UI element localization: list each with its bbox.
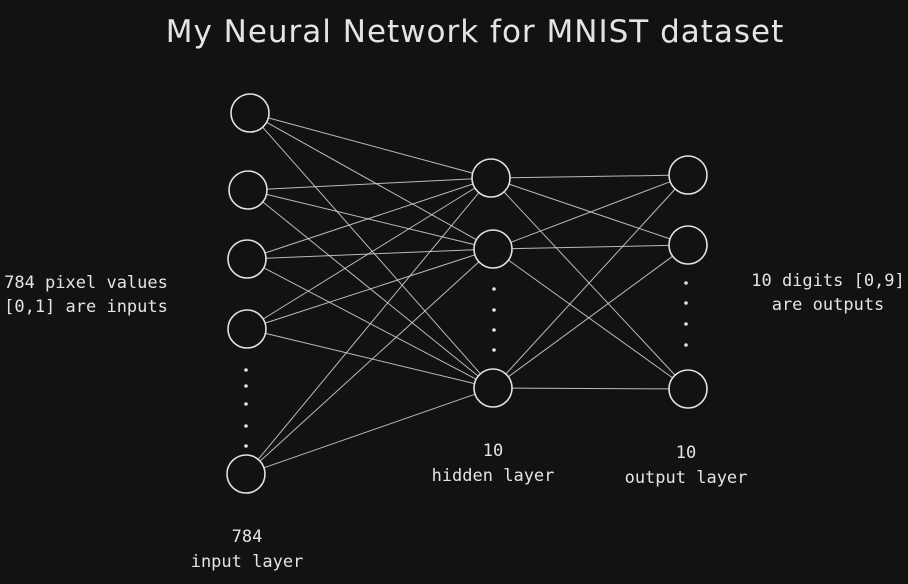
edge-input-0-hidden-2 (262, 126, 481, 375)
edge-input-1-hidden-1 (266, 193, 475, 246)
hidden-layer-name: hidden layer (432, 466, 555, 486)
output-ellipsis-dot-0 (684, 281, 688, 285)
output-neuron-1 (668, 225, 708, 265)
output-layer-name: output layer (625, 468, 748, 488)
input-ellipsis-dot-2 (244, 402, 248, 406)
output-ellipsis-dot-1 (684, 301, 688, 305)
hidden-neuron-0 (471, 158, 511, 198)
input-ellipsis-dot-3 (244, 424, 248, 428)
ellipsis-dots (244, 281, 688, 448)
edge-input-0-hidden-0 (268, 117, 473, 174)
edge-hidden-1-output-2 (508, 259, 673, 379)
diagram-title: My Neural Network for MNIST dataset (166, 14, 785, 50)
input-side-label-line2: [0,1] are inputs (4, 297, 168, 317)
edge-hidden-1-output-0 (510, 181, 671, 243)
input-neuron-4 (226, 454, 266, 494)
edge-input-0-hidden-1 (266, 121, 477, 241)
hidden-neuron-2 (473, 368, 513, 408)
input-layer-name: input layer (191, 552, 304, 572)
output-side-label-line2: are outputs (772, 295, 885, 315)
edge-hidden-2-output-0 (505, 188, 676, 375)
edge-input-3-hidden-2 (265, 332, 475, 385)
hidden-ellipsis-dot-3 (492, 348, 496, 352)
edge-hidden-0-output-1 (508, 183, 671, 240)
output-ellipsis-dot-2 (684, 322, 688, 326)
edge-input-4-hidden-2 (263, 393, 476, 469)
edge-hidden-2-output-1 (508, 255, 673, 378)
input-neuron-3 (227, 309, 267, 349)
edge-input-1-hidden-0 (266, 178, 473, 190)
hidden-layer-count: 10 (483, 441, 503, 461)
edge-hidden-0-output-0 (509, 174, 670, 179)
edge-input-4-hidden-0 (257, 192, 480, 460)
output-layer-count: 10 (676, 443, 696, 463)
hidden-ellipsis-dot-1 (492, 308, 496, 312)
input-neuron-0 (230, 93, 270, 133)
input-ellipsis-dot-1 (244, 384, 248, 388)
neuron-nodes (226, 93, 708, 494)
edge-input-2-hidden-1 (265, 249, 475, 259)
hidden-ellipsis-dot-0 (492, 287, 496, 291)
input-neuron-2 (227, 239, 267, 279)
output-neuron-2 (668, 369, 708, 409)
connection-edges (257, 117, 676, 469)
input-layer-count: 784 (232, 527, 263, 547)
edge-input-3-hidden-1 (264, 254, 476, 324)
edge-input-4-hidden-1 (259, 261, 480, 462)
output-neuron-0 (668, 155, 708, 195)
input-ellipsis-dot-0 (244, 368, 248, 372)
output-ellipsis-dot-3 (684, 343, 688, 347)
hidden-neuron-1 (473, 229, 513, 269)
edge-input-3-hidden-0 (262, 187, 476, 320)
input-side-label-line1: 784 pixel values (4, 273, 168, 293)
input-ellipsis-dot-4 (244, 444, 248, 448)
edge-hidden-1-output-1 (511, 244, 670, 250)
hidden-ellipsis-dot-2 (492, 328, 496, 332)
edge-input-2-hidden-0 (264, 183, 474, 254)
edge-hidden-0-output-2 (503, 191, 676, 376)
output-side-label-line1: 10 digits [0,9] (751, 271, 905, 291)
edge-hidden-2-output-2 (511, 387, 670, 390)
input-neuron-1 (228, 170, 268, 210)
